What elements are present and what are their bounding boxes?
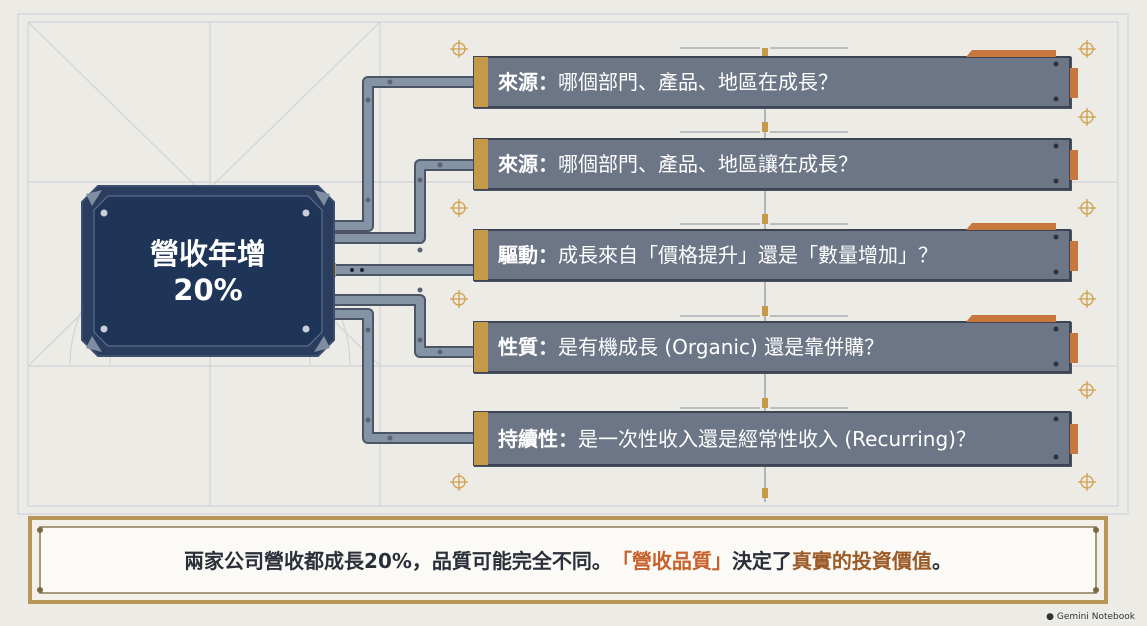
row-sep: ： [538, 152, 558, 176]
summary-part-1: 兩家公司營收都成長20%，品質可能完全不同。 [184, 548, 612, 573]
crosshair-icon [1078, 40, 1096, 58]
row-label-3: 驅動：成長來自「價格提升」還是「數量增加」？ [498, 240, 938, 270]
row-key: 來源 [498, 152, 538, 176]
row-label-5: 持續性：是一次性收入還是經常性收入 (Recurring)？ [498, 424, 976, 454]
row-bar-2 [473, 138, 1078, 191]
row-text: 成長來自「價格提升」還是「數量增加」？ [558, 243, 938, 267]
crosshair-icon [450, 290, 468, 308]
hub-value: 20% [173, 273, 243, 307]
row-sep: ： [538, 243, 558, 267]
summary-highlight: 「營收品質」 [611, 548, 732, 573]
row-sep: ： [558, 427, 578, 451]
row-bar-3 [473, 223, 1078, 282]
row-text: 哪個部門、產品、地區讓在成長？ [558, 152, 858, 176]
row-bar-1 [473, 50, 1078, 109]
crosshair-icon [1078, 199, 1096, 217]
row-text: 哪個部門、產品、地區在成長？ [558, 70, 838, 94]
row-text: 是一次性收入還是經常性收入 (Recurring)？ [578, 427, 976, 451]
summary-emphasis: 真實的投資價值 [791, 548, 932, 573]
row-bar-5 [473, 411, 1078, 467]
summary-frame [28, 516, 1108, 604]
hub-title: 營收年增 [149, 237, 266, 271]
crosshair-icon [450, 40, 468, 58]
row-key: 驅動 [498, 243, 538, 267]
row-label-1: 來源：哪個部門、產品、地區在成長？ [498, 67, 838, 97]
crosshair-marks [450, 40, 1096, 491]
hub-module [81, 185, 335, 357]
row-key: 來源 [498, 70, 538, 94]
row-sep: ： [538, 335, 558, 359]
connector-pipes [324, 76, 478, 444]
summary-part-5: 。 [931, 548, 952, 573]
row-sep: ： [538, 70, 558, 94]
row-bars [473, 50, 1078, 467]
row-key: 持續性 [498, 427, 558, 451]
badge-label: Gemini Notebook [1056, 612, 1135, 622]
row-bar-4 [473, 315, 1078, 374]
crosshair-icon [450, 473, 468, 491]
row-key: 性質 [498, 335, 538, 359]
summary-part-3: 決定了 [731, 548, 792, 573]
crosshair-icon [450, 199, 468, 217]
crosshair-icon [1078, 290, 1096, 308]
summary-text: 兩家公司營收都成長20%，品質可能完全不同。「營收品質」決定了真實的投資價值。 [40, 525, 1096, 593]
row-label-4: 性質：是有機成長 (Organic) 還是靠併購？ [498, 332, 884, 362]
crosshair-icon [1078, 108, 1096, 126]
row-text: 是有機成長 (Organic) 還是靠併購？ [558, 335, 885, 359]
gemini-notebook-badge: ● Gemini Notebook [1046, 612, 1135, 622]
notebook-icon: ● [1046, 612, 1055, 622]
row-label-2: 來源：哪個部門、產品、地區讓在成長？ [498, 149, 858, 179]
crosshair-icon [1078, 381, 1096, 399]
crosshair-icon [1078, 473, 1096, 491]
